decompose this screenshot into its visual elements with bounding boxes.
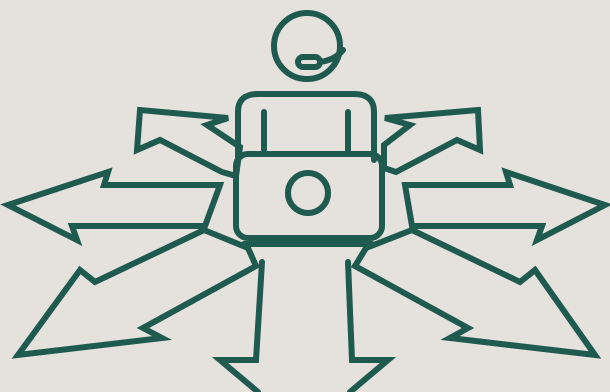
arrow-left-icon (8, 172, 220, 240)
arrow-down-icon (220, 262, 388, 392)
torso-icon (238, 94, 374, 160)
arrow-lower-left-icon (18, 230, 256, 355)
headset-mic-icon (298, 57, 320, 67)
arrow-lower-right-icon (355, 230, 595, 355)
laptop-icon (236, 154, 382, 238)
arrow-right-icon (405, 172, 605, 240)
arrow-upper-right-icon (384, 110, 480, 172)
laptop-logo-icon (288, 173, 328, 213)
arrow-upper-left-icon (137, 110, 240, 176)
